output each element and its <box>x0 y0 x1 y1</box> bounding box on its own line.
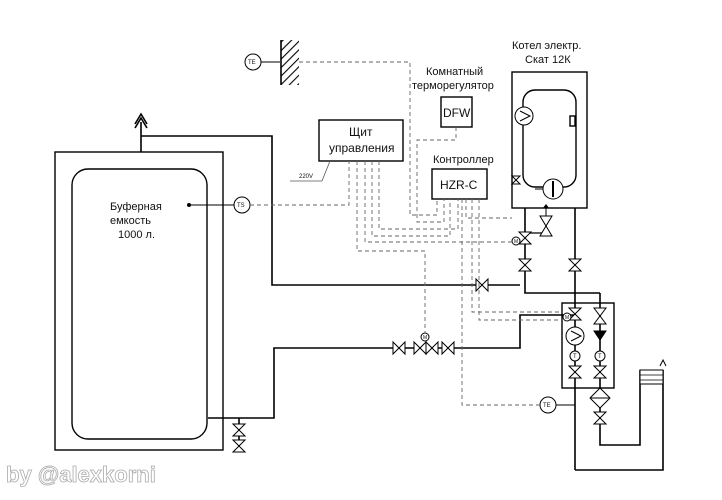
boiler-title-line1: Котел электр. <box>512 40 581 52</box>
controller-code: HZR-C <box>440 178 478 192</box>
tank-air-vent <box>134 112 148 152</box>
pump-group: M T T <box>561 292 615 470</box>
thermometer-left-mark: T <box>573 354 577 360</box>
return-temperature-sensor: TE <box>539 396 575 414</box>
radiator-icon <box>639 358 667 385</box>
tank-label-line1: Буферная <box>110 201 162 213</box>
ts-label: TS <box>237 203 245 209</box>
group-mixer-mark: M <box>565 315 569 321</box>
boiler-pump-icon <box>514 106 534 126</box>
tank-top-pipe <box>141 135 520 286</box>
room-thermostat: Комнатный терморегулятор DFW <box>412 66 494 128</box>
signal-lines <box>250 61 563 406</box>
controller-title: Контроллер <box>433 154 494 166</box>
tank-temperature-sensor: TS <box>187 196 251 214</box>
power-feed: 220V <box>290 160 331 182</box>
return-bottom-valve <box>592 411 608 425</box>
bypass-valve <box>475 277 489 293</box>
outside-wall <box>280 40 299 85</box>
mixing-valve-group: M <box>392 332 455 356</box>
panel-label-line1: Щит <box>349 125 373 139</box>
electric-boiler: Котел электр. Скат 12К <box>510 40 588 209</box>
tank-label-line3: 1000 л. <box>118 229 155 241</box>
outdoor-sensor: TE <box>244 53 280 71</box>
mixer-mark: M <box>423 335 427 341</box>
thermometer-right-icon <box>594 350 606 362</box>
boiler-return-valve <box>567 258 583 272</box>
radiator-return-pipe <box>599 370 641 446</box>
boiler-valve-icon <box>510 175 522 185</box>
circulation-pump-icon <box>565 326 585 346</box>
thermostat-code: DFW <box>443 106 471 120</box>
tank-label-line2: емкость <box>110 215 151 227</box>
thermostat-title-line2: терморегулятор <box>412 80 494 92</box>
control-panel: Щит управления <box>318 119 404 162</box>
boiler-supply-motor-valve: M <box>511 231 533 246</box>
panel-label-line2: управления <box>329 141 394 155</box>
thermometer-left-icon <box>569 350 581 362</box>
tank-drain-valve <box>231 423 247 453</box>
filter <box>589 387 611 409</box>
supply-valve-mark: M <box>514 239 518 245</box>
return-te-label: TE <box>543 403 551 409</box>
boiler-supply-valve <box>517 258 533 272</box>
boiler-title-line2: Скат 12К <box>525 54 571 66</box>
tank-bottom-pipe <box>208 347 395 419</box>
watermark: by @alexkorni <box>6 462 156 487</box>
outdoor-te-label: TE <box>248 60 256 66</box>
safety-valve <box>539 204 553 237</box>
mixing-pipe <box>395 314 575 349</box>
thermostat-title-line1: Комнатный <box>426 66 483 78</box>
power-label: 220V <box>299 174 313 180</box>
controller: Контроллер HZR-C <box>431 154 494 200</box>
radiator-supply-pipe <box>575 370 664 471</box>
buffer-tank: Буферная емкость 1000 л. <box>54 151 224 451</box>
thermometer-right-mark: T <box>598 354 602 360</box>
check-valve-icon <box>593 330 607 341</box>
